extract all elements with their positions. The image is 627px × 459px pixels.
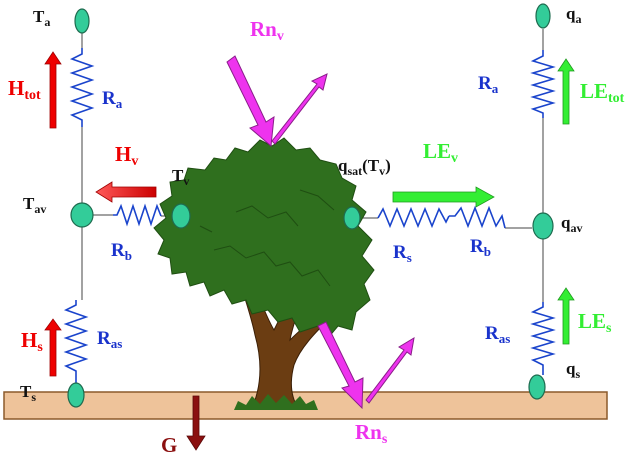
node-t-s [67,382,85,408]
resistor-icon [449,205,506,229]
label-g: G [161,433,177,457]
h-s-arrow [44,318,62,377]
label-q-s: qs [566,359,580,381]
labels: Ta Tav Ts Tv qa qav qs qsat(Tv) Ra Rb Ra… [8,4,625,457]
resistor-icon [69,48,95,127]
node-t-a [74,8,90,34]
node-q-av [532,212,554,240]
label-r-a-right: Ra [478,73,499,96]
le-v-arrow [392,186,495,208]
label-h-tot: Htot [8,76,41,103]
node-q-sat [343,206,361,230]
node-t-av [70,202,94,228]
label-q-av: qav [561,213,582,235]
h-tot-arrow [44,51,62,129]
label-r-b-right: Rb [470,236,491,259]
resistor-icon [377,206,450,229]
resistor-icon [530,302,556,375]
label-le-tot: LEtot [580,79,625,106]
node-q-a [535,3,551,29]
label-r-as-right: Ras [485,323,510,346]
label-t-a: Ta [33,7,50,29]
label-t-v: Tv [172,166,189,188]
label-q-a: qa [566,4,581,26]
label-r-as-left: Ras [97,328,122,351]
rn-v-reflected-arrow [271,73,328,145]
resistor-icon [63,300,89,383]
le-tot-arrow [557,58,575,125]
g-arrow [186,395,206,451]
label-rn-v: Rnv [250,17,284,44]
label-h-s: Hs [21,328,43,355]
resistor-icon [530,50,556,118]
node-t-v [171,203,191,229]
label-q-sat: qsat(Tv) [338,156,391,178]
rn-v-incoming-arrow [226,55,275,148]
label-r-a-left: Ra [102,88,123,111]
tree-icon [153,137,375,410]
resistor-icon [113,203,162,227]
label-r-b-left: Rb [111,240,132,263]
label-h-v: Hv [115,142,138,169]
nodes [67,3,554,408]
rn-s-incoming-arrow [317,321,364,410]
label-rn-s: Rns [355,420,388,447]
label-le-s: LEs [578,309,612,336]
rn-s-reflected-arrow [365,337,415,404]
flux-arrows [44,51,575,451]
label-le-v: LEv [423,139,458,166]
label-r-s-right: Rs [393,242,412,265]
label-t-s: Ts [20,382,36,404]
h-v-arrow [95,181,157,203]
le-s-arrow [557,287,575,345]
resistors [63,48,556,383]
node-q-s [528,374,546,400]
label-t-av: Tav [23,194,46,216]
radiation-arrows [226,55,415,410]
